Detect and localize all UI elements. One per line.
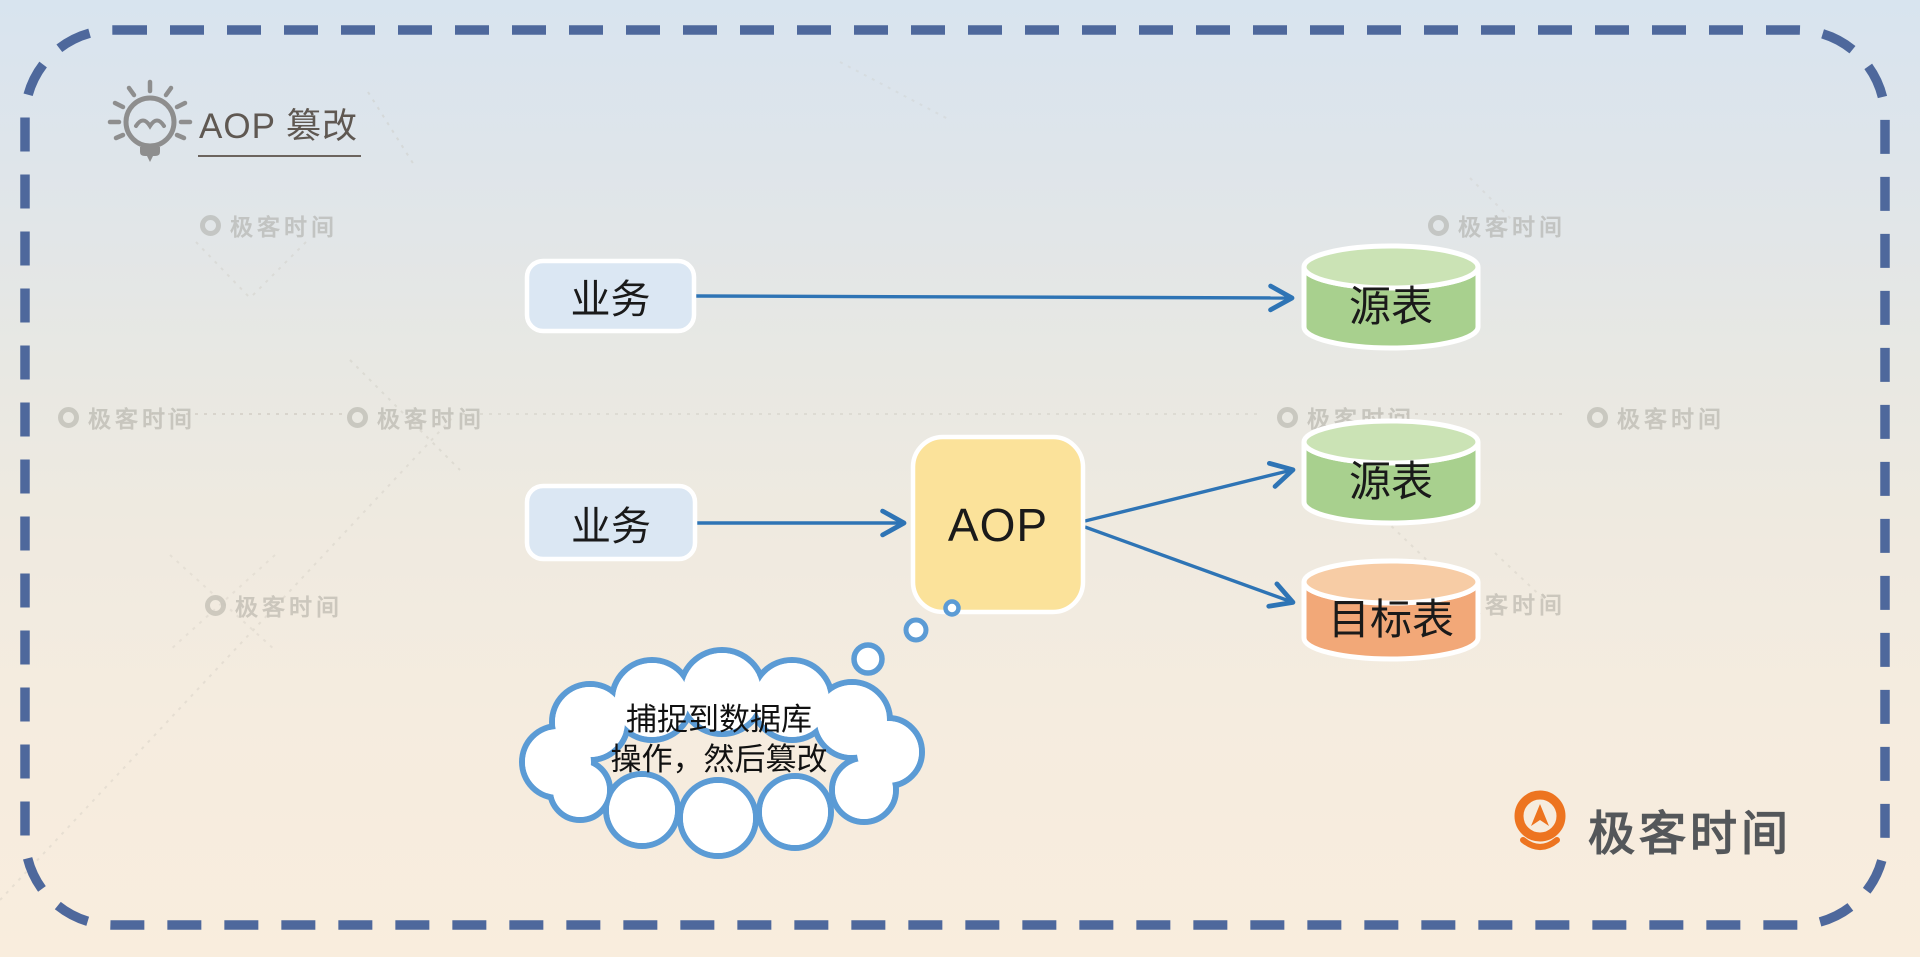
- source-table-top-label: 源表: [1348, 282, 1433, 330]
- watermark-text: 极客时间: [1617, 406, 1725, 432]
- arrow-aop-to-source: [1084, 460, 1296, 523]
- source-table-mid-label: 源表: [1348, 457, 1433, 505]
- watermark-dotted-lines: [0, 61, 1568, 901]
- watermark-logo-icon: [347, 406, 368, 428]
- thought-cloud: [519, 647, 925, 859]
- watermark-logo-icon: [1587, 406, 1608, 428]
- thought-bubble-line2: 操作，然后篡改: [610, 742, 828, 777]
- thought-bubble-text: 捕捉到数据库 操作，然后篡改: [519, 700, 919, 780]
- business-top-label: 业务: [570, 278, 651, 322]
- dashed-frame-border: [20, 25, 1890, 930]
- aop-box: [910, 434, 1086, 615]
- watermark-text: 极客时间: [1458, 214, 1566, 240]
- thought-bubble-line1: 捕捉到数据库: [626, 702, 812, 737]
- watermark: 极客时间: [205, 588, 343, 622]
- watermark-logo-icon: [58, 406, 79, 428]
- watermark-logo-icon: [205, 594, 226, 616]
- source-table-mid-cylinder: [1301, 418, 1481, 526]
- watermark-text: 极客时间: [235, 594, 343, 620]
- watermark-text: 极客时间: [88, 406, 196, 432]
- geektime-logo-icon: [1514, 790, 1566, 850]
- watermark-text: 极客时间: [230, 214, 338, 240]
- business-bottom-box: [524, 483, 698, 562]
- source-table-top-cylinder: [1301, 243, 1481, 351]
- watermark: 极客时间: [1428, 208, 1566, 242]
- diagram-title-text: AOP 篡改: [198, 98, 362, 157]
- geektime-logo-text: 极客时间: [1588, 807, 1792, 860]
- target-table-cylinder: [1301, 558, 1481, 662]
- watermark-logo-icon: [200, 214, 221, 236]
- watermark: 极客时间: [200, 208, 338, 242]
- business-bottom-label: 业务: [571, 504, 651, 549]
- business-top-box: [524, 258, 697, 334]
- arrow-business-to-source: [695, 283, 1295, 313]
- lightbulb-icon: [107, 79, 193, 162]
- arrow-aop-to-target: [1084, 525, 1296, 609]
- watermark-logo-icon: [1428, 214, 1449, 236]
- watermark: 极客时间: [347, 400, 485, 434]
- target-table-label: 目标表: [1327, 595, 1454, 643]
- aop-label: AOP: [947, 498, 1049, 551]
- watermark-logo-icon: [1277, 406, 1298, 428]
- watermark: 极客时间: [1587, 400, 1725, 434]
- watermark-text: 极客时间: [377, 406, 485, 432]
- watermark: 极客时间: [58, 400, 196, 434]
- diagram-title: AOP 篡改: [198, 98, 362, 157]
